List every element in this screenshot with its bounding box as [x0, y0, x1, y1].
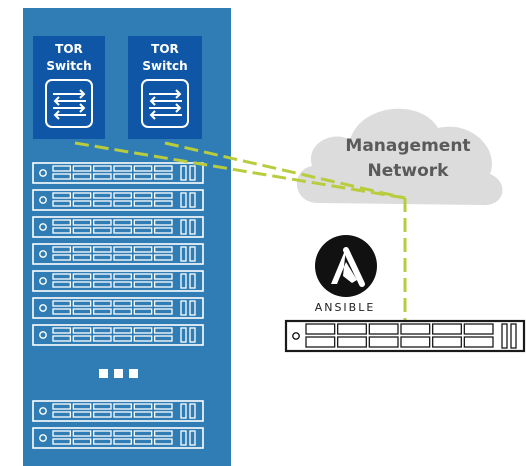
more-servers-ellipsis — [99, 369, 138, 378]
switch-arrows-icon — [45, 79, 93, 128]
rack-server — [32, 324, 204, 346]
rack-server — [32, 216, 204, 238]
management-network-label-line2: Network — [368, 161, 450, 181]
rack-server — [32, 162, 204, 184]
tor-switch-2-label-line1: TOR — [151, 42, 179, 56]
switch-arrows-icon — [141, 79, 189, 128]
rack-servers — [32, 162, 204, 449]
management-network-label-line1: Management — [345, 136, 470, 156]
tor-switch-2-label-line2: Switch — [142, 59, 187, 73]
rack-server — [32, 427, 204, 449]
cloud-icon: Management Network — [296, 108, 503, 206]
rack-server — [32, 400, 204, 422]
tor-switch-1-label-line2: Switch — [46, 59, 91, 73]
rack-server — [32, 270, 204, 292]
rack-server — [32, 243, 204, 265]
tor-switch-2: TOR Switch — [128, 36, 202, 139]
rack-server — [32, 189, 204, 211]
tor-switch-1-label-line1: TOR — [55, 42, 83, 56]
managed-server-chassis — [284, 319, 526, 353]
rack-server — [32, 297, 204, 319]
ansible-logo-icon — [315, 235, 377, 297]
management-links — [74, 141, 407, 320]
managed-server — [284, 319, 526, 353]
tor-switch-1: TOR Switch — [33, 36, 105, 139]
ansible-label: ANSIBLE — [315, 301, 376, 314]
